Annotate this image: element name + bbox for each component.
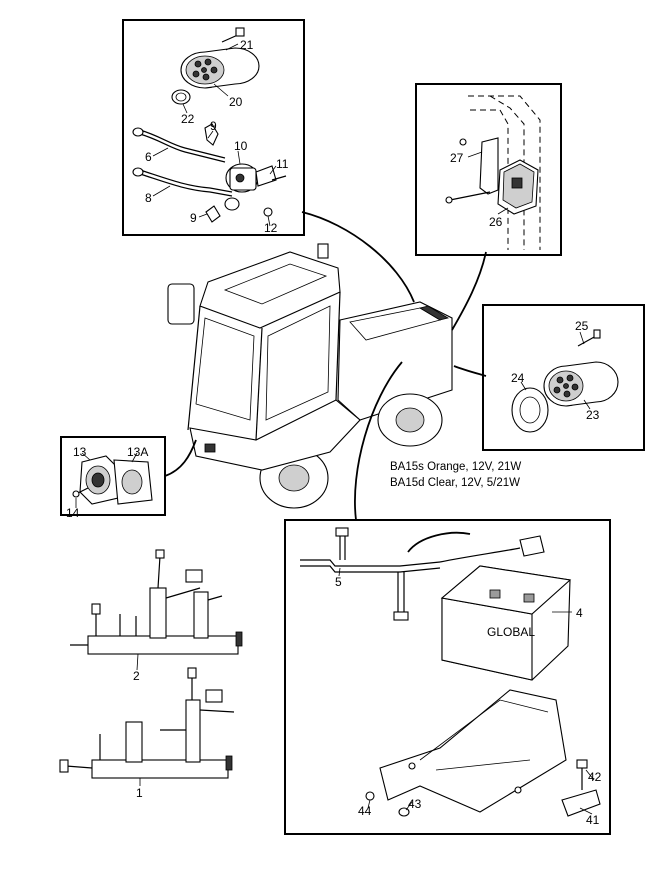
socket-23 <box>543 361 619 407</box>
wiring-harness-1 <box>59 667 235 779</box>
battery-brand-label: GLOBAL <box>487 625 535 639</box>
callout-23: 23 <box>586 408 600 422</box>
wiring-harness-2 <box>70 549 243 655</box>
callout-22: 22 <box>181 112 195 126</box>
callout-labels: 21 20 22 9 10 6 11 8 9 12 27 26 25 24 23… <box>66 38 602 827</box>
callout-13: 13 <box>73 445 87 459</box>
callout-5: 5 <box>335 575 342 589</box>
callout-41: 41 <box>586 813 600 827</box>
connector-arrows <box>164 211 487 521</box>
callout-1: 1 <box>136 786 143 800</box>
callout-14: 14 <box>66 506 80 520</box>
battery-switch-10 <box>224 163 277 211</box>
callout-21: 21 <box>240 38 254 52</box>
detail-box-battery: GLOBAL <box>284 519 611 835</box>
callout-9-top: 9 <box>210 119 217 133</box>
callout-4: 4 <box>576 606 583 620</box>
callout-20: 20 <box>229 95 243 109</box>
callout-11: 11 <box>276 157 289 171</box>
callout-25: 25 <box>575 319 589 333</box>
tractor-illustration <box>167 243 453 509</box>
callout-26: 26 <box>489 215 503 229</box>
detail-box-socket-switch <box>122 19 305 236</box>
trailer-socket-13 <box>79 455 119 505</box>
bulb-note-clear: BA15d Clear, 12V, 5/21W <box>390 477 520 489</box>
detail-box-trailer-socket <box>60 436 166 516</box>
battery-bracket <box>379 689 567 813</box>
callout-10: 10 <box>234 139 248 153</box>
callout-9-bottom: 9 <box>190 211 197 225</box>
leader-lines <box>75 43 595 815</box>
callout-27: 27 <box>450 151 464 165</box>
bulb-note-orange: BA15s Orange, 12V, 21W <box>390 461 521 473</box>
callout-13a: 13A <box>127 445 148 459</box>
detail-box-beacon-socket <box>482 304 645 451</box>
callout-2: 2 <box>133 669 140 683</box>
callout-8: 8 <box>145 191 152 205</box>
socket-20 <box>180 47 260 89</box>
bulb-notes: BA15s Orange, 12V, 21W BA15d Clear, 12V,… <box>390 461 521 489</box>
relay-26 <box>497 159 539 215</box>
plate-13a <box>113 459 153 505</box>
callout-44: 44 <box>358 804 372 818</box>
callout-12: 12 <box>264 221 278 235</box>
callout-6: 6 <box>145 150 152 164</box>
callout-43: 43 <box>408 797 422 811</box>
battery-4: GLOBAL <box>440 565 572 681</box>
harness-5 <box>300 527 545 621</box>
detail-box-relay <box>415 83 562 256</box>
callout-42: 42 <box>588 770 602 784</box>
callout-24: 24 <box>511 371 525 385</box>
